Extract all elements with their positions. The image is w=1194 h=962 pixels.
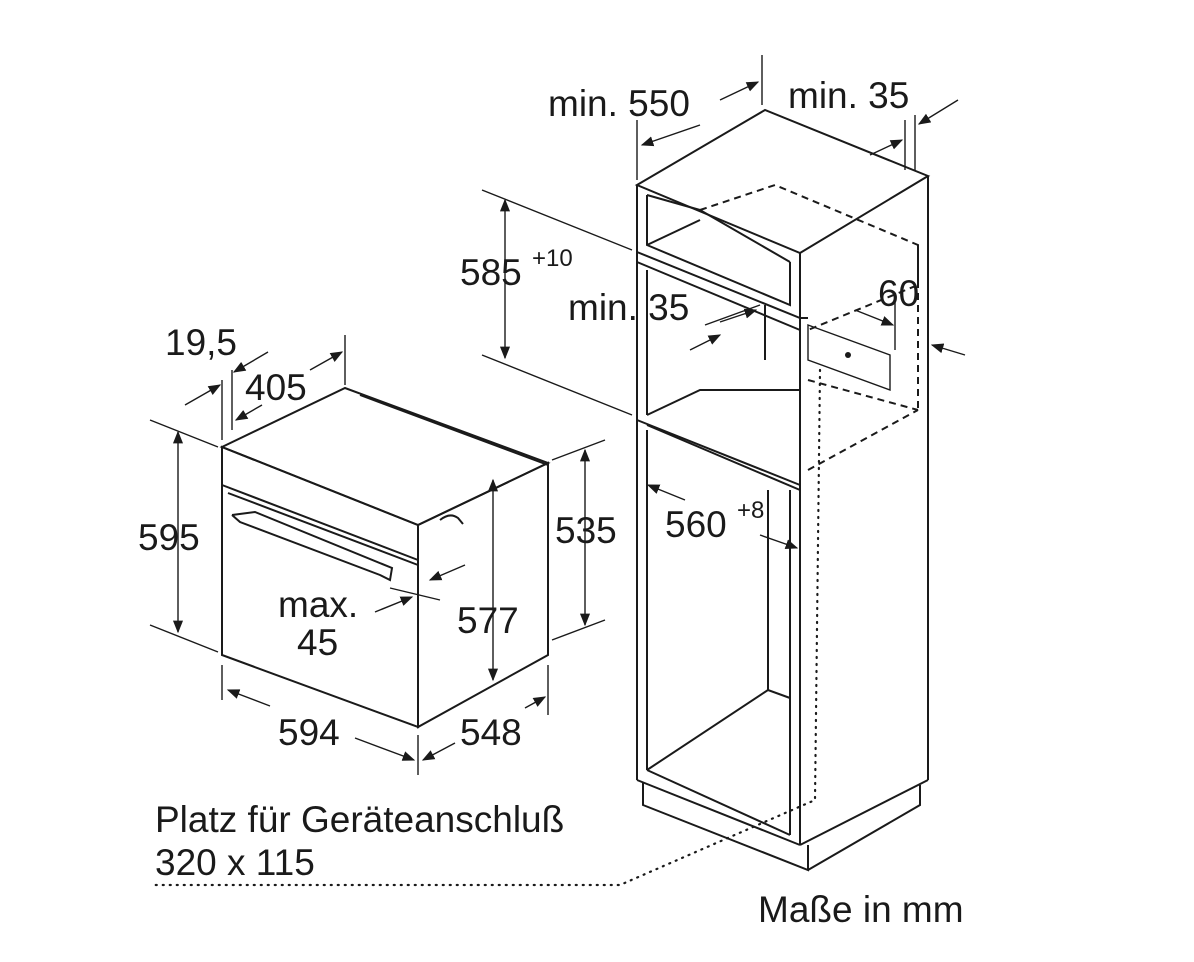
oven-top-depth-label: 405 [245,367,307,408]
handle-max-value: 45 [297,622,338,663]
cabinet-height-label: 585 [460,252,522,293]
cabinet-width-label: 560 [665,504,727,545]
cabinet-drawing [153,108,931,887]
oven-width-label: 594 [278,712,340,753]
oven-front-thickness-label: 19,5 [165,322,237,363]
oven-body-height-label: 535 [555,510,617,551]
oven-depth-label: 548 [460,712,522,753]
cabinet-vent-label: 60 [878,273,919,314]
connection-size: 320 x 115 [155,842,315,883]
units-note: Maße in mm [758,889,964,930]
oven-inner-height-label: 577 [457,600,519,641]
cabinet-shelf-gap-label: min. 35 [568,287,689,328]
cabinet-width-tolerance: +8 [737,497,764,524]
cabinet-height-tolerance: +10 [532,245,573,272]
handle-max-label: max. [278,584,358,625]
connection-note: Platz für Geräteanschluß [155,799,564,840]
cabinet-depth-label: min. 550 [548,83,690,124]
oven-dimensions [149,335,606,775]
oven-drawing [219,386,551,729]
cabinet-dimensions [481,55,966,549]
oven-height-label: 595 [138,517,200,558]
cabinet-top-gap-label: min. 35 [788,75,909,116]
